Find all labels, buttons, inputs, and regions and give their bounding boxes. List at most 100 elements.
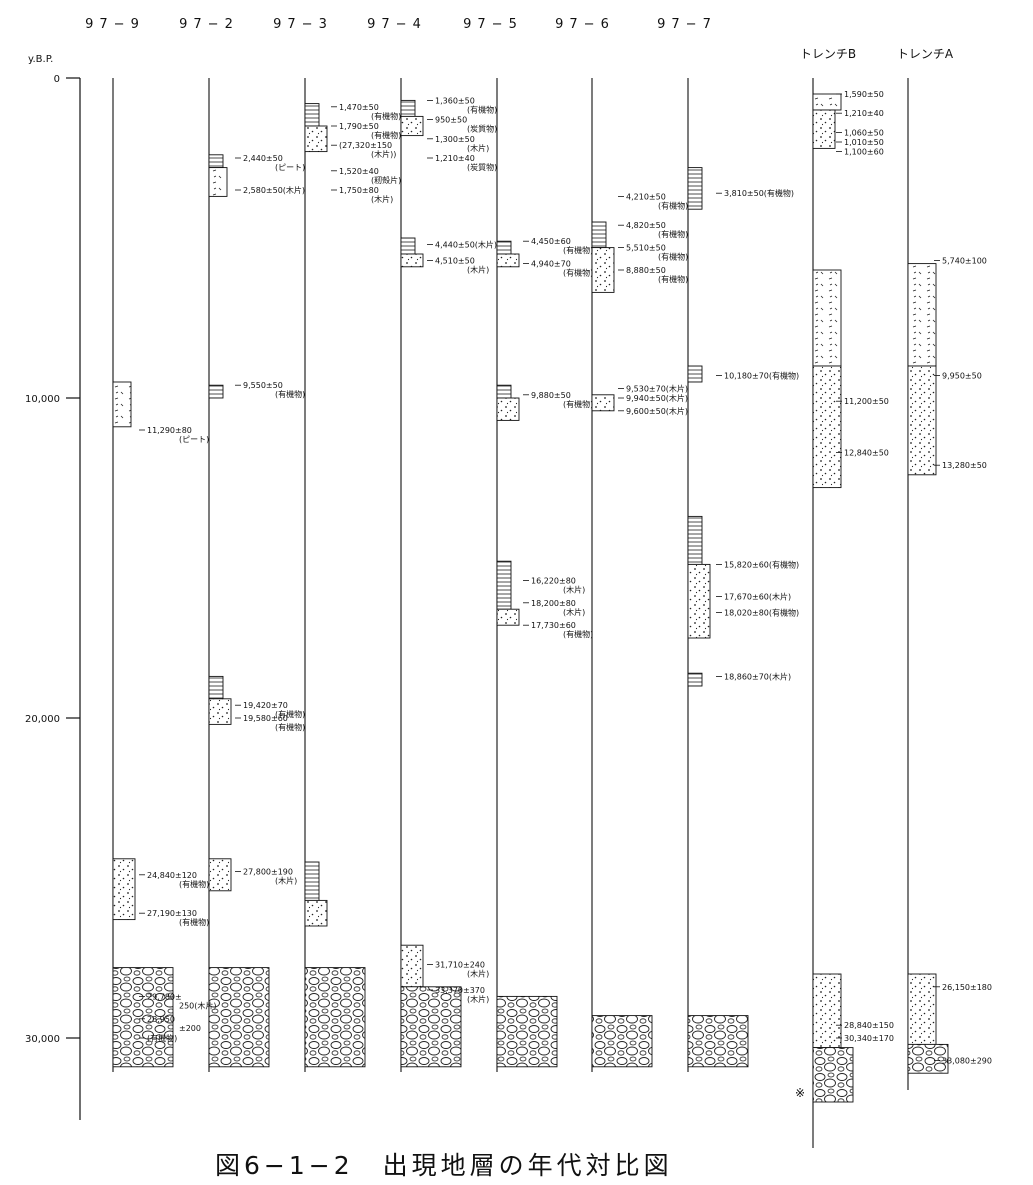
- date-label-52: 30,340±170: [844, 1034, 894, 1043]
- date-note-33: (有機物): [658, 252, 688, 262]
- date-label-7: 2,580±50(木片): [243, 185, 305, 195]
- layer-97-5-lines-25: [496, 560, 512, 610]
- date-note-0: (ピート): [179, 435, 209, 444]
- layer-97-3-sand-11: [304, 125, 328, 153]
- date-label-49: 11,200±50: [844, 397, 889, 406]
- layer-97-3-gravel-14: [304, 967, 366, 1068]
- layer-97-2-sand-8: [208, 858, 232, 892]
- date-note-16: (木片): [371, 194, 393, 204]
- date-note-4: ±200: [179, 1024, 201, 1033]
- date-label-27: 9,880±50: [531, 391, 571, 400]
- layer-97-7-lines-33: [687, 365, 703, 383]
- date-label-8: 9,550±50: [243, 381, 283, 390]
- date-note-13: (有機物): [371, 130, 401, 140]
- date-label-5: (有機物): [147, 1033, 177, 1043]
- date-label-34: 8,880±50: [626, 266, 666, 275]
- axis-tick-label: 30,000: [25, 1034, 60, 1045]
- layer-97-5-sand-22: [496, 253, 520, 268]
- layer-trench-b-sand-39: [812, 109, 836, 149]
- date-annotations: 11,290±80(ピート)24,840±120(有機物)27,190±130(…: [139, 90, 992, 1065]
- column-label-97-9: 97−9: [85, 17, 145, 32]
- layer-97-2-sand-7: [208, 698, 232, 725]
- date-note-28: (木片): [563, 584, 585, 594]
- layer-trench-b-sand-42: [812, 973, 842, 1049]
- layer-97-9-gravel-2: [112, 967, 174, 1068]
- layer-97-2-lines-6: [208, 675, 224, 700]
- layer-97-7-lines-36: [687, 672, 703, 687]
- date-label-19: 1,300±50: [435, 135, 475, 144]
- layer-97-7-gravel-37: [687, 1015, 749, 1068]
- date-label-3: 29,780±: [147, 992, 182, 1001]
- figure-title: 図6−1−2 出現地層の年代対比図: [215, 1151, 673, 1180]
- date-note-23: (木片): [467, 968, 489, 978]
- date-note-17: (有機物): [467, 104, 497, 114]
- column-label-97-2: 97−2: [179, 17, 239, 32]
- layer-97-5-sand-24: [496, 397, 520, 421]
- date-note-31: (有機物): [658, 200, 688, 210]
- column-label-97-7: 97−7: [657, 17, 717, 32]
- layer-trench-b-gravel-43: [812, 1047, 854, 1103]
- column-label-97-3: 97−3: [273, 17, 333, 32]
- date-label-55: 13,280±50: [942, 461, 987, 470]
- date-label-40: 15,820±60(有機物): [724, 559, 799, 569]
- date-label-42: 18,020±80(有機物): [724, 607, 799, 617]
- layer-97-2-gravel-9: [208, 967, 270, 1068]
- date-note-26: (有機物): [563, 268, 593, 278]
- date-label-2: 27,190±130: [147, 909, 197, 918]
- date-note-2: (有機物): [179, 917, 209, 927]
- date-note-9: (有機物): [275, 709, 305, 719]
- layer-97-7-lines-32: [687, 167, 703, 210]
- layer-97-9-sand-1: [112, 858, 136, 921]
- date-label-23: 31,710±240: [435, 960, 485, 969]
- date-label-28: 16,220±80: [531, 576, 576, 585]
- layer-97-4-gravel-20: [400, 986, 462, 1068]
- date-label-51: 28,840±150: [844, 1021, 894, 1030]
- layer-97-7-lines-34: [687, 515, 703, 565]
- layer-97-6-sand-30: [591, 394, 615, 412]
- date-label-39: 10,180±70(有機物): [724, 371, 799, 381]
- date-label-10: 19,580±60: [243, 714, 288, 723]
- layer-trench-b-sand-41: [812, 365, 842, 489]
- date-note-8: (有機物): [275, 389, 305, 399]
- layer-97-5-sand-26: [496, 608, 520, 626]
- date-label-46: 1,060±50: [844, 128, 884, 137]
- layer-97-2-lines-3: [208, 154, 224, 169]
- date-label-15: 1,520±40: [339, 167, 379, 176]
- date-label-44: 1,590±50: [844, 90, 884, 99]
- date-label-1: 24,840±120: [147, 871, 197, 880]
- date-label-14: (27,320±150: [339, 141, 392, 150]
- column-label-97-5: 97−5: [463, 17, 523, 32]
- layer-97-3-lines-12: [304, 861, 320, 901]
- layer-97-4-sand-18: [400, 253, 424, 268]
- date-label-47: 1,010±50: [844, 138, 884, 147]
- date-note-22: (木片): [467, 264, 489, 274]
- column-label-97-4: 97−4: [367, 17, 427, 32]
- layer-97-3-sand-13: [304, 899, 328, 927]
- layer-97-2-peat-4: [208, 167, 228, 197]
- date-note-14: (木片)): [371, 149, 396, 159]
- footnote-mark: ※: [795, 1086, 806, 1100]
- date-label-20: 1,210±40: [435, 154, 475, 163]
- date-label-32: 4,820±50: [626, 221, 666, 230]
- date-note-32: (有機物): [658, 229, 688, 239]
- layer-97-6-lines-28: [591, 221, 607, 249]
- layer-97-4-lines-17: [400, 237, 416, 255]
- layer-trench-b-peat-40: [812, 269, 842, 367]
- layer-97-5-lines-23: [496, 384, 512, 399]
- layer-97-4-sand-16: [400, 115, 424, 137]
- column-label-trench-a: トレンチA: [897, 47, 954, 61]
- date-note-12: (有機物): [371, 111, 401, 121]
- date-label-6: 2,440±50: [243, 154, 283, 163]
- date-note-24: (木片): [467, 994, 489, 1004]
- date-label-57: 33,080±290: [942, 1056, 992, 1065]
- date-note-10: (有機物): [275, 722, 305, 732]
- date-label-29: 18,200±80: [531, 599, 576, 608]
- date-note-1: (有機物): [179, 879, 209, 889]
- date-note-20: (炭質物): [467, 162, 497, 172]
- layer-97-7-sand-35: [687, 563, 711, 639]
- date-label-12: 1,470±50: [339, 103, 379, 112]
- date-label-37: 9,600±50(木片): [626, 406, 688, 416]
- date-label-16: 1,750±80: [339, 186, 379, 195]
